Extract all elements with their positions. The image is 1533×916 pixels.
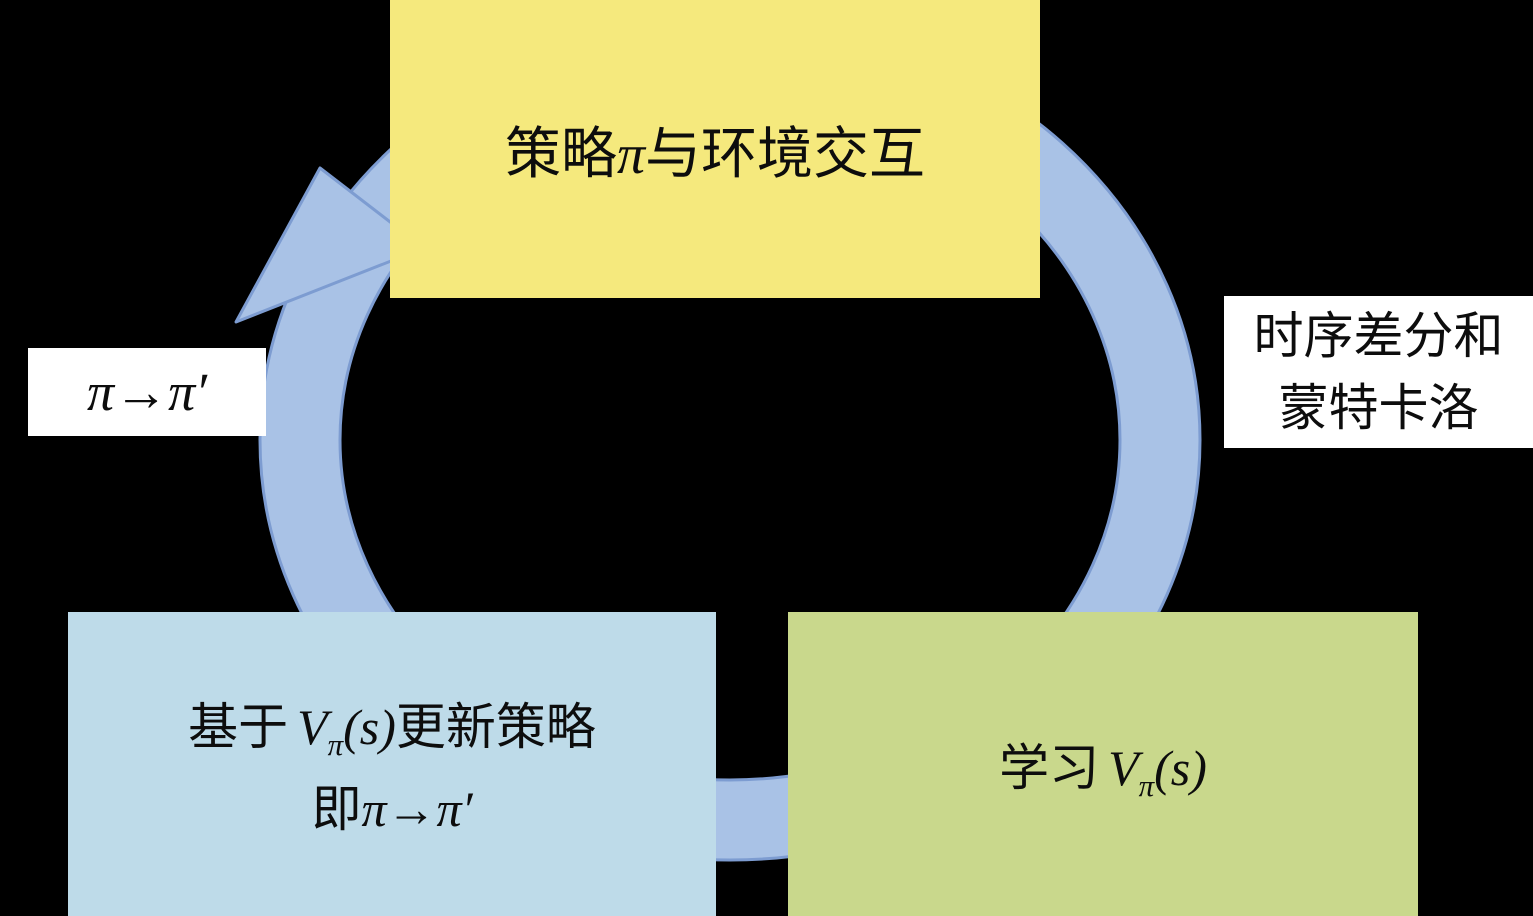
node-label: 策略π与环境交互 [505, 109, 925, 190]
edge-label-line1: 时序差分和 [1253, 308, 1504, 364]
pi-subscript: π [327, 727, 344, 762]
label-text: 基于 [188, 699, 289, 755]
label-text: 学习 [999, 740, 1100, 796]
edge-label-td-montecarlo: 时序差分和 蒙特卡洛 [1224, 296, 1533, 448]
label-text: 策略 [504, 123, 617, 186]
edge-label-policy-update: π→π′ [28, 348, 266, 436]
arrowhead-icon [234, 166, 426, 324]
function-args: (s) [343, 699, 396, 755]
label-text: 即 [311, 781, 362, 837]
label-text: 与环境交互 [645, 123, 926, 186]
label-text: 更新策略 [395, 699, 596, 755]
node-policy-environment-interaction: 策略π与环境交互 [390, 0, 1040, 298]
edge-label-line2: 蒙特卡洛 [1278, 380, 1479, 436]
node-label-line2: 即π→π′ [311, 769, 472, 841]
value-function-symbol: V [297, 699, 328, 755]
pi-symbol: π [616, 123, 646, 186]
pi-subscript: π [1138, 768, 1155, 803]
value-function-symbol: V [1108, 740, 1139, 796]
function-args: (s) [1154, 740, 1207, 796]
pi-to-pi-prime-formula: π→π′ [361, 781, 473, 837]
pi-to-pi-prime-formula: π→π′ [87, 362, 207, 422]
